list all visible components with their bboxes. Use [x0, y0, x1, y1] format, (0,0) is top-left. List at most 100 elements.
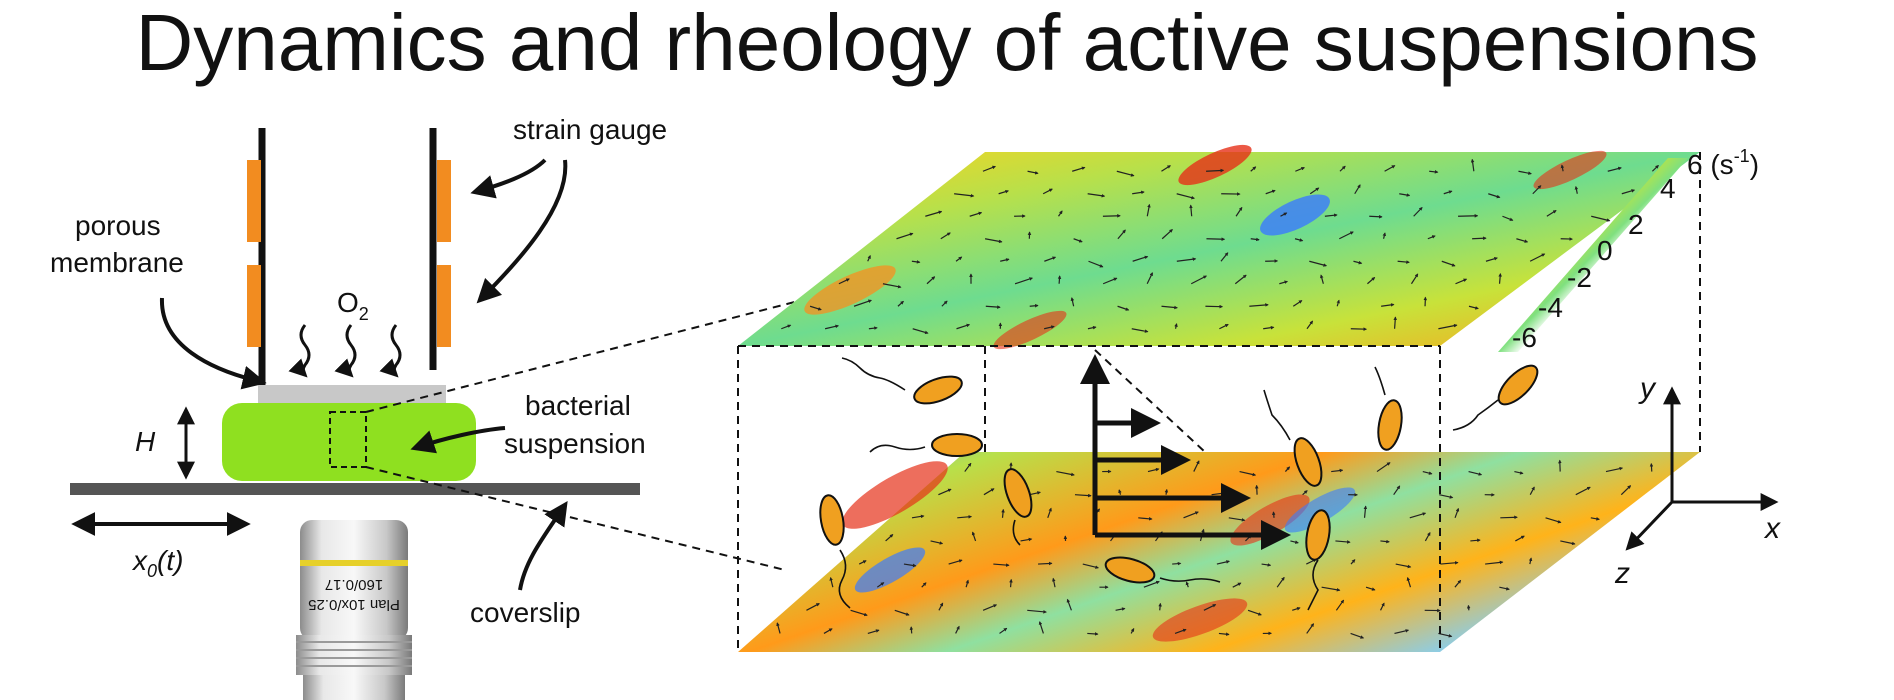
microscope-objective: Plan 10x/0.25 160/0.17 — [296, 520, 412, 700]
velocity-vector — [1394, 629, 1410, 635]
y-axis-label: y — [1638, 372, 1657, 405]
velocity-vector — [858, 560, 867, 565]
velocity-vector — [1393, 485, 1401, 496]
velocity-vector — [1591, 215, 1611, 222]
x-axis-label: x — [1763, 512, 1781, 545]
z-axis — [1625, 500, 1674, 551]
bacterium-flagellum — [1307, 559, 1319, 611]
velocity-vector — [1042, 188, 1053, 195]
colorbar-tick: 4 — [1660, 173, 1676, 204]
velocity-vector — [1424, 532, 1431, 542]
velocity-vector — [1082, 563, 1099, 569]
velocity-vector — [1183, 511, 1199, 519]
velocity-vector — [1115, 607, 1126, 611]
bacterium-flagellum — [1452, 399, 1499, 431]
velocity-vector — [1000, 258, 1010, 262]
velocity-vector — [1545, 517, 1562, 524]
velocity-vector — [969, 211, 983, 217]
velocity-vector — [984, 238, 1003, 244]
velocity-vector — [897, 300, 904, 307]
velocity-vector — [938, 602, 944, 611]
velocity-vector — [1324, 213, 1338, 218]
bacterial-label: bacterial — [525, 390, 631, 421]
velocity-vector — [1073, 238, 1083, 243]
bacterium-flagellum — [841, 357, 906, 391]
velocity-vector — [1203, 603, 1217, 611]
velocity-vector — [1294, 238, 1304, 242]
velocity-vector — [1470, 158, 1475, 172]
bacterium — [913, 375, 963, 405]
bacterium — [1293, 437, 1323, 487]
velocity-vector — [1271, 511, 1276, 518]
velocity-vector — [1309, 260, 1328, 267]
velocity-vector — [930, 540, 944, 545]
velocity-vector — [1438, 323, 1458, 330]
bacterium-flagellum — [1159, 577, 1221, 583]
velocity-vector — [1367, 277, 1376, 285]
velocity-vector — [1590, 517, 1600, 521]
velocity-vector — [1027, 609, 1047, 614]
velocity-vector — [1146, 203, 1151, 217]
coordinate-axes: y x z — [1614, 372, 1781, 590]
velocity-vector — [1087, 193, 1106, 198]
bacterium-flagellum — [838, 549, 851, 609]
velocity-vector — [1376, 462, 1391, 473]
velocity-vector — [971, 531, 977, 542]
bacterium-flagellum — [869, 444, 926, 453]
velocity-vector — [909, 626, 914, 634]
bottom-vorticity-plane — [738, 452, 1700, 652]
velocity-vector — [1161, 229, 1173, 240]
velocity-vector — [1620, 485, 1632, 496]
membrane-pointer — [159, 297, 267, 390]
velocity-vector — [1247, 609, 1262, 616]
velocity-vector — [1276, 576, 1285, 588]
velocity-vector — [1172, 561, 1182, 566]
bacterium — [1305, 509, 1331, 561]
velocity-vector — [1279, 280, 1289, 285]
velocity-vector — [1514, 470, 1524, 475]
bacterium-flagellum — [1012, 519, 1021, 546]
velocity-vector — [1485, 257, 1498, 262]
flow-field-box — [737, 144, 1701, 652]
velocity-vector — [1047, 507, 1052, 519]
velocity-vector — [1132, 190, 1145, 195]
coverslip-pointer — [518, 501, 568, 591]
velocity-vector — [1498, 273, 1502, 284]
velocity-vector — [1146, 272, 1154, 285]
velocity-vector — [1309, 187, 1320, 195]
velocity-vector — [1066, 598, 1072, 611]
objective-spec: Plan 10x/0.25 — [308, 596, 400, 613]
velocity-vector — [1250, 166, 1257, 172]
velocity-vector — [956, 323, 971, 330]
o2-arrow — [288, 324, 311, 378]
velocity-vector — [1102, 277, 1118, 285]
colorbar-tick: -4 — [1538, 292, 1563, 323]
velocity-vector — [1038, 621, 1044, 634]
velocity-vector — [1379, 602, 1385, 611]
bacterium-flagellum — [1374, 366, 1386, 396]
velocity-vector — [1249, 303, 1269, 307]
velocity-vector — [1441, 260, 1456, 267]
velocity-vector — [1468, 305, 1479, 310]
velocity-vector — [1088, 260, 1104, 268]
velocity-vector — [1500, 515, 1518, 520]
velocity-vector — [1174, 628, 1187, 635]
velocity-vector — [1382, 232, 1387, 239]
velocity-vector — [876, 582, 885, 588]
velocity-vector — [1575, 486, 1591, 496]
velocity-vector — [1143, 580, 1160, 588]
velocity-vector — [1350, 559, 1356, 565]
colorbar-strip — [1498, 158, 1688, 352]
colorbar-tick: -6 — [1512, 322, 1537, 353]
velocity-vector — [1515, 535, 1525, 542]
velocity-vector — [1320, 274, 1324, 284]
velocity-vector — [985, 305, 1001, 309]
velocity-vector — [1147, 467, 1160, 473]
velocity-vector — [1261, 563, 1272, 567]
velocity-vector — [1056, 470, 1075, 477]
velocity-vector — [1001, 508, 1005, 518]
bacterium-flagellum — [1263, 389, 1291, 441]
velocity-vector — [1239, 470, 1257, 477]
velocity-vector — [1395, 563, 1412, 569]
